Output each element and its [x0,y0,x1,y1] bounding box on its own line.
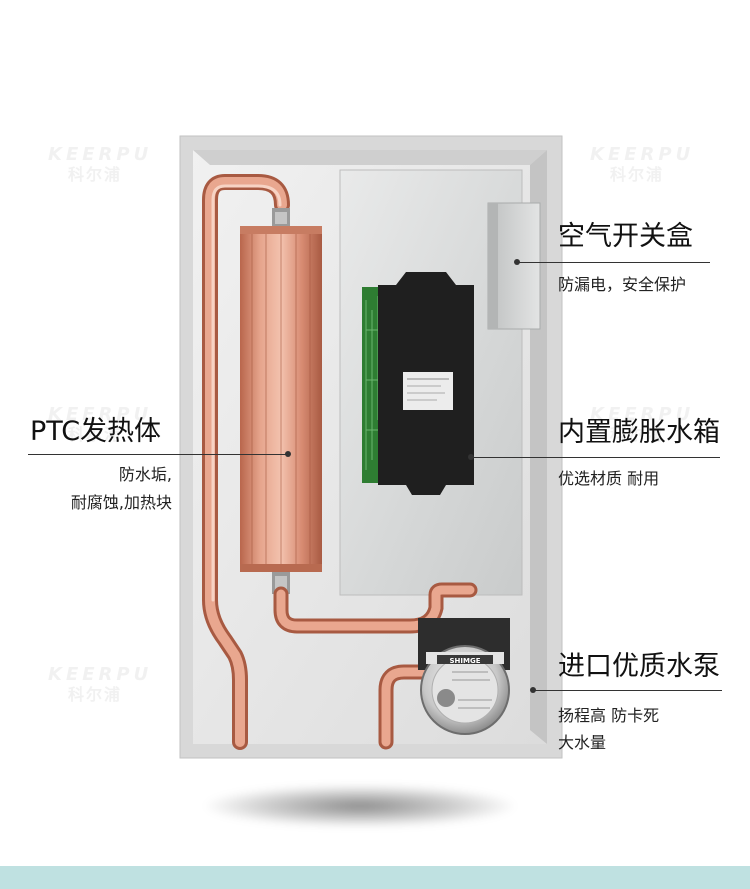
callout-dot [514,259,520,265]
water-pump-title: 进口优质水泵 [558,651,720,682]
ptc-heater-desc-2: 耐腐蚀,加热块 [70,493,172,512]
pump-brand-plate [437,655,493,664]
expansion-tank-desc: 优选材质 耐用 [558,469,660,488]
callout-line-ptc [28,454,288,455]
expansion-tank-title: 内置膨胀水箱 [558,417,720,448]
pump-brand-text: SHIMGE [450,657,481,665]
ptc-heater-title: PTC发热体 [30,416,162,447]
bottom-band [0,866,750,889]
tank-label [403,372,453,410]
ptc-heater-desc-1: 防水垢, [118,465,172,484]
callout-dot [285,451,291,457]
water-pump-desc-2: 大水量 [558,733,607,752]
callout-dot [530,687,536,693]
air-switch-desc: 防漏电，安全保护 [558,275,687,294]
callout-line-pump [532,690,722,691]
air-switch-title: 空气开关盒 [558,221,693,252]
callout-dot [468,454,474,460]
water-pump-desc-1: 扬程高 防卡死 [558,706,660,725]
callout-line-tank [470,457,720,458]
product-shadow [205,785,515,827]
callout-line-air-switch [515,262,710,263]
